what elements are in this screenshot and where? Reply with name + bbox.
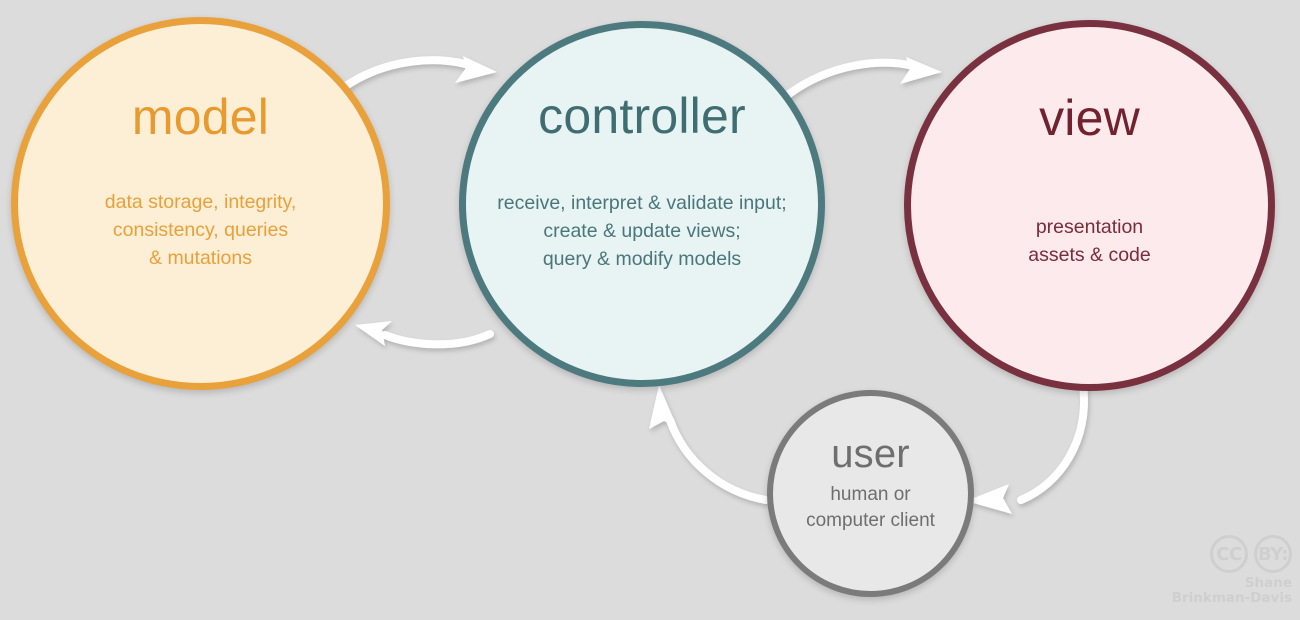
node-user[interactable]: user human or computer client bbox=[767, 390, 974, 597]
attribution-icon: BY: bbox=[1254, 535, 1292, 573]
node-model[interactable]: model data storage, integrity, consisten… bbox=[11, 17, 390, 390]
arrow-model-to-controller bbox=[339, 56, 497, 92]
arrow-controller-to-model bbox=[355, 321, 494, 349]
arrow-controller-to-view bbox=[785, 57, 942, 98]
node-user-title: user bbox=[831, 432, 910, 476]
node-view-title: view bbox=[1039, 90, 1140, 146]
node-controller-description: receive, interpret & validate input; cre… bbox=[497, 192, 787, 270]
node-controller-title: controller bbox=[538, 88, 746, 144]
node-model-description: data storage, integrity, consistency, qu… bbox=[104, 191, 297, 269]
node-view-description: presentation assets & code bbox=[1028, 216, 1151, 266]
creative-commons-marks: CC BY: bbox=[1210, 535, 1292, 573]
node-model-title: model bbox=[131, 89, 270, 145]
arrow-view-to-user bbox=[966, 381, 1088, 514]
license-badge[interactable]: CC BY: Shane Brinkman-Davis bbox=[1172, 535, 1292, 606]
creative-commons-icon: CC bbox=[1210, 535, 1248, 573]
node-controller[interactable]: controller receive, interpret & validate… bbox=[459, 21, 825, 387]
node-user-description: human or computer client bbox=[806, 484, 935, 531]
arrow-user-to-controller bbox=[649, 385, 770, 504]
license-author: Shane Brinkman-Davis bbox=[1171, 575, 1292, 606]
node-view[interactable]: view presentation assets & code bbox=[904, 20, 1275, 391]
